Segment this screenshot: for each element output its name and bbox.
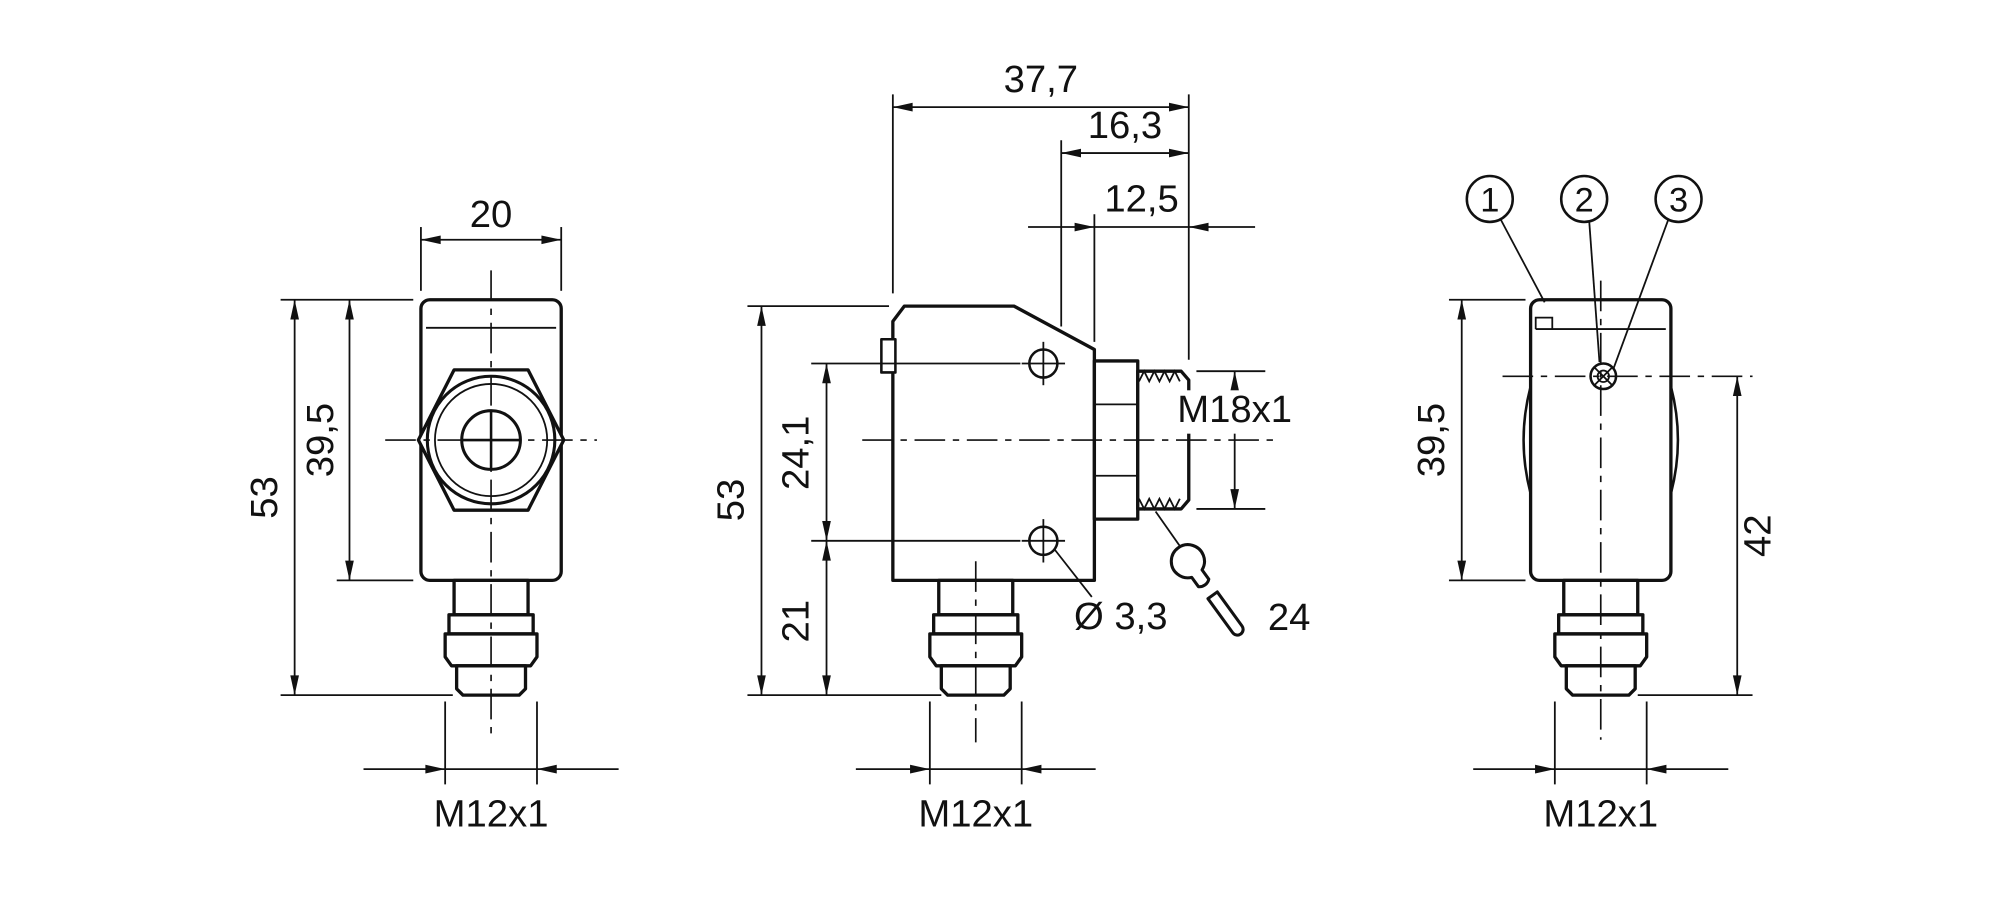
dim-label-side-mounting-hole: Ø 3,3 bbox=[1074, 595, 1168, 638]
callout-circle-2 bbox=[1559, 174, 1609, 224]
side-wrench-size: 24 bbox=[1154, 510, 1311, 639]
dim-label-back-body-height: 39,5 bbox=[1410, 403, 1453, 477]
side-dim-nozzle-depth: 16,3 bbox=[1060, 104, 1189, 327]
dim-label-side-total-depth: 37,7 bbox=[1004, 58, 1078, 101]
back-dim-connector: M12x1 bbox=[1473, 701, 1729, 836]
dim-label-back-connector: M12x1 bbox=[1543, 793, 1658, 836]
side-mounting-hole-top bbox=[1021, 341, 1066, 386]
dim-label-front-width: 20 bbox=[470, 193, 513, 236]
back-centerlines bbox=[1502, 280, 1753, 740]
side-dim-total-height: 53 bbox=[710, 305, 942, 697]
dim-label-front-connector: M12x1 bbox=[434, 793, 549, 836]
dim-label-wrench-size: 24 bbox=[1268, 596, 1311, 639]
front-dim-connector: M12x1 bbox=[363, 701, 619, 836]
dim-label-side-hole-to-bottom: 21 bbox=[775, 600, 818, 643]
side-dim-thread-length: 12,5 bbox=[1028, 178, 1256, 342]
callout-label-2: 2 bbox=[1575, 182, 1594, 220]
dim-label-back-axis-to-bottom: 42 bbox=[1736, 514, 1779, 557]
callout-circle-3 bbox=[1654, 174, 1703, 224]
dim-label-side-thread-length: 12,5 bbox=[1104, 178, 1178, 221]
side-centerlines bbox=[862, 439, 1279, 743]
wrench-icon bbox=[1169, 543, 1245, 637]
back-dim-axis-to-bottom: 42 bbox=[1637, 376, 1779, 697]
dim-label-front-total-height: 53 bbox=[243, 476, 286, 519]
front-centerlines bbox=[385, 270, 597, 740]
dim-label-front-body-height: 39,5 bbox=[299, 403, 342, 477]
side-dim-nozzle-thread: M18x1 bbox=[1176, 370, 1294, 510]
back-top-notch bbox=[1534, 316, 1554, 330]
side-clip-detail bbox=[880, 338, 897, 374]
dim-label-side-total-height: 53 bbox=[710, 479, 753, 522]
dim-label-side-nozzle-thread: M18x1 bbox=[1177, 388, 1292, 431]
side-dim-connector: M12x1 bbox=[855, 701, 1096, 836]
callout-label-3: 3 bbox=[1669, 182, 1688, 220]
side-sensor-body bbox=[880, 304, 1097, 583]
side-mounting-hole-bottom bbox=[1021, 519, 1066, 563]
side-dim-mounting-hole: Ø 3,3 bbox=[1054, 549, 1168, 638]
callout-circle-1 bbox=[1465, 174, 1515, 224]
side-dim-hole-to-bottom: 21 bbox=[775, 540, 831, 696]
back-callouts: 1 2 3 bbox=[1465, 174, 1703, 369]
side-dim-total-depth: 37,7 bbox=[891, 58, 1190, 360]
front-dim-width: 20 bbox=[420, 193, 563, 291]
dim-label-side-hole-spacing: 24,1 bbox=[775, 416, 818, 490]
dim-label-side-connector: M12x1 bbox=[918, 793, 1033, 836]
dim-label-side-nozzle-depth: 16,3 bbox=[1088, 104, 1162, 147]
back-dim-body-height: 39,5 bbox=[1410, 298, 1526, 582]
back-view: 1 2 3 39,5 42 M12x1 bbox=[1410, 174, 1779, 836]
side-dim-hole-spacing: 24,1 bbox=[775, 362, 1021, 542]
callout-label-1: 1 bbox=[1480, 182, 1499, 220]
side-view: 37,7 16,3 12,5 53 24,1 21 bbox=[710, 58, 1311, 836]
front-dim-body-height: 39,5 bbox=[299, 299, 414, 582]
front-view: 20 53 39,5 M12x1 bbox=[243, 193, 619, 836]
